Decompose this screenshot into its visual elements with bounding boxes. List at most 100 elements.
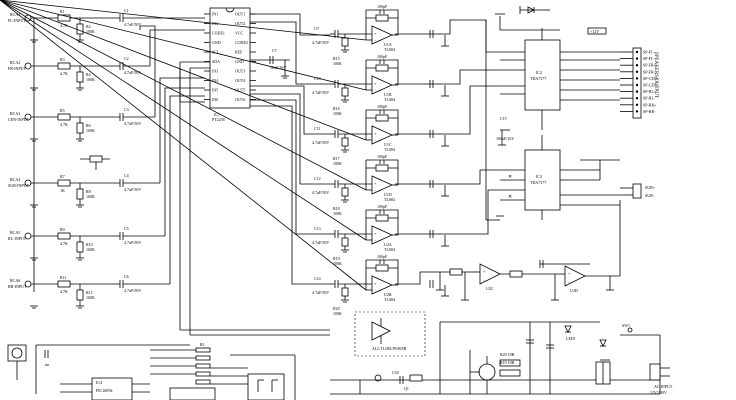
svg-text:−: − bbox=[374, 88, 377, 93]
ic1-support: C7 10uF/16V bbox=[179, 48, 290, 335]
svg-text:RCA4: RCA4 bbox=[10, 177, 20, 182]
opamp-icon bbox=[371, 225, 393, 245]
svg-text:+: + bbox=[374, 281, 377, 286]
svg-text:4.7uF/50V: 4.7uF/50V bbox=[124, 121, 141, 126]
opamp-ref: U1C bbox=[384, 142, 392, 147]
svg-text:PIC16F84: PIC16F84 bbox=[96, 388, 112, 393]
svg-text:−: − bbox=[374, 188, 377, 193]
svg-text:R7: R7 bbox=[60, 174, 65, 179]
svg-text:1K: 1K bbox=[60, 188, 65, 193]
svg-text:RCA3: RCA3 bbox=[10, 111, 20, 116]
speaker-output-connector: SP-FL+SP-FL-SP-FR+SP-FR-SP-CEN+SP-CEN-SP… bbox=[620, 47, 660, 119]
opamp-ref: U2B bbox=[384, 292, 392, 297]
speaker-terminal-icon[interactable] bbox=[635, 70, 639, 74]
svg-text:−: − bbox=[374, 138, 377, 143]
speaker-pin-label: SP-RR- bbox=[643, 109, 656, 114]
ic1-pin-label: OUT1 bbox=[235, 12, 245, 17]
speaker-terminal-icon[interactable] bbox=[635, 77, 639, 80]
speaker-terminal-icon[interactable] bbox=[635, 97, 639, 100]
res-ref: R16 bbox=[333, 106, 340, 111]
res-ref: R17 bbox=[333, 156, 340, 161]
svg-text:R6: R6 bbox=[86, 123, 91, 128]
cap-value: 4.7uF/50V bbox=[312, 90, 329, 95]
opamp-icon bbox=[371, 125, 393, 145]
svg-text:C6: C6 bbox=[124, 274, 129, 279]
input-channel-cen: RCA3 CEN-INPUT R5 4.7K R6 100K C3 4.7uF/… bbox=[8, 107, 155, 142]
svg-text:C30: C30 bbox=[392, 370, 399, 375]
svg-text:4.7K: 4.7K bbox=[60, 23, 68, 28]
svg-text:+12V: +12V bbox=[590, 29, 599, 34]
svg-text:4.7uF/50V: 4.7uF/50V bbox=[124, 187, 141, 192]
svg-text:SUB-INPUT: SUB-INPUT bbox=[8, 183, 29, 188]
svg-text:−: − bbox=[374, 238, 377, 243]
res-value: 100K bbox=[333, 311, 342, 316]
res-ref: R18 bbox=[333, 206, 340, 211]
res-ref: R20 bbox=[333, 306, 340, 311]
power-supply: R20 10R R19 10R LED1 SW1 AC INPUT 12V/23… bbox=[330, 321, 673, 395]
cap-value: 4.7uF/50V bbox=[312, 40, 329, 45]
cap-ref: C12 bbox=[314, 176, 321, 181]
opamp-output-routing bbox=[395, 19, 500, 285]
ac-input-label: AC INPUT bbox=[654, 384, 673, 389]
speaker-terminal-icon[interactable] bbox=[635, 110, 639, 113]
speaker-output-label: SPEAKERS OUTPUT bbox=[653, 52, 658, 98]
ic1-pin-label: IN5 bbox=[212, 88, 218, 93]
ic1-volume-controller: IC1 PT2258 IN1IN2CODE1GNDSCLSDAIN3IN4IN5… bbox=[204, 7, 256, 122]
ic1-pin-label: IN1 bbox=[212, 12, 218, 17]
svg-text:C3: C3 bbox=[124, 107, 129, 112]
ic1-pin-label: IN6 bbox=[212, 97, 218, 102]
svg-text:R8: R8 bbox=[86, 189, 91, 194]
power-note: ALL TL084 POWER bbox=[372, 346, 407, 351]
svg-text:R5: R5 bbox=[60, 108, 65, 113]
speaker-terminal-icon[interactable] bbox=[635, 50, 639, 54]
speaker-terminal-icon[interactable] bbox=[635, 83, 639, 87]
control-section: IC4 PIC16F84 R1 bbox=[7, 329, 330, 400]
svg-text:RCA2: RCA2 bbox=[10, 60, 20, 65]
cap-ref: C13 bbox=[314, 226, 321, 231]
svg-text:Q1: Q1 bbox=[404, 386, 409, 391]
res-ref: R19 bbox=[333, 256, 340, 261]
svg-text:PT2258: PT2258 bbox=[212, 117, 225, 122]
svg-text:TDA7377: TDA7377 bbox=[530, 76, 546, 81]
ic1-pin-label: SCL bbox=[212, 50, 220, 55]
speaker-terminal-icon[interactable] bbox=[635, 63, 639, 67]
res-ref: R15 bbox=[333, 56, 340, 61]
ic1-pin-label: REF bbox=[235, 50, 243, 55]
svg-text:−: − bbox=[374, 38, 377, 43]
speaker-terminal-icon[interactable] bbox=[635, 57, 639, 60]
svg-text:U2C: U2C bbox=[486, 286, 494, 291]
svg-text:C5: C5 bbox=[124, 226, 129, 231]
svg-text:4.7uF/50V: 4.7uF/50V bbox=[124, 70, 141, 75]
svg-text:12V/230V: 12V/230V bbox=[650, 390, 667, 395]
svg-text:100K: 100K bbox=[86, 128, 95, 133]
svg-text:✕: ✕ bbox=[508, 194, 512, 200]
svg-text:100K: 100K bbox=[86, 247, 95, 252]
speaker-terminal-icon[interactable] bbox=[635, 90, 639, 93]
speaker-pin-label: SP-CEN- bbox=[643, 83, 659, 88]
opamp-icon bbox=[371, 275, 393, 295]
svg-text:+: + bbox=[483, 269, 486, 274]
svg-text:4.7K: 4.7K bbox=[60, 71, 68, 76]
svg-text:R11: R11 bbox=[60, 275, 67, 280]
svg-text:+: + bbox=[374, 31, 377, 36]
opamp-icon bbox=[371, 175, 393, 195]
input-section: RCA1 FL-INPUT R1 4.7K R2 100K C1 4.7uF/5… bbox=[8, 8, 205, 309]
speaker-terminal-icon[interactable] bbox=[635, 103, 639, 107]
cap-ref: C9 bbox=[314, 26, 319, 31]
input-ref: RCA1 bbox=[10, 12, 20, 17]
svg-text:+: + bbox=[568, 271, 571, 276]
svg-text:R20 10R: R20 10R bbox=[500, 352, 515, 357]
svg-text:R9: R9 bbox=[60, 227, 65, 232]
svg-text:IC4: IC4 bbox=[96, 380, 102, 385]
res-value: 100K bbox=[333, 211, 342, 216]
svg-text:C2: C2 bbox=[124, 56, 129, 61]
cap-value: 4.7uF/50V bbox=[312, 140, 329, 145]
ic1-pin-label: VCC bbox=[235, 31, 244, 36]
speaker-pin-label: SP-RL+ bbox=[643, 89, 657, 94]
opamp-stages: +−C94.7uF/50VR15100KU1ATL084100pF+−C104.… bbox=[0, 0, 449, 316]
ic1-pin-label: CODE1 bbox=[212, 31, 225, 36]
svg-text:R10: R10 bbox=[86, 242, 93, 247]
